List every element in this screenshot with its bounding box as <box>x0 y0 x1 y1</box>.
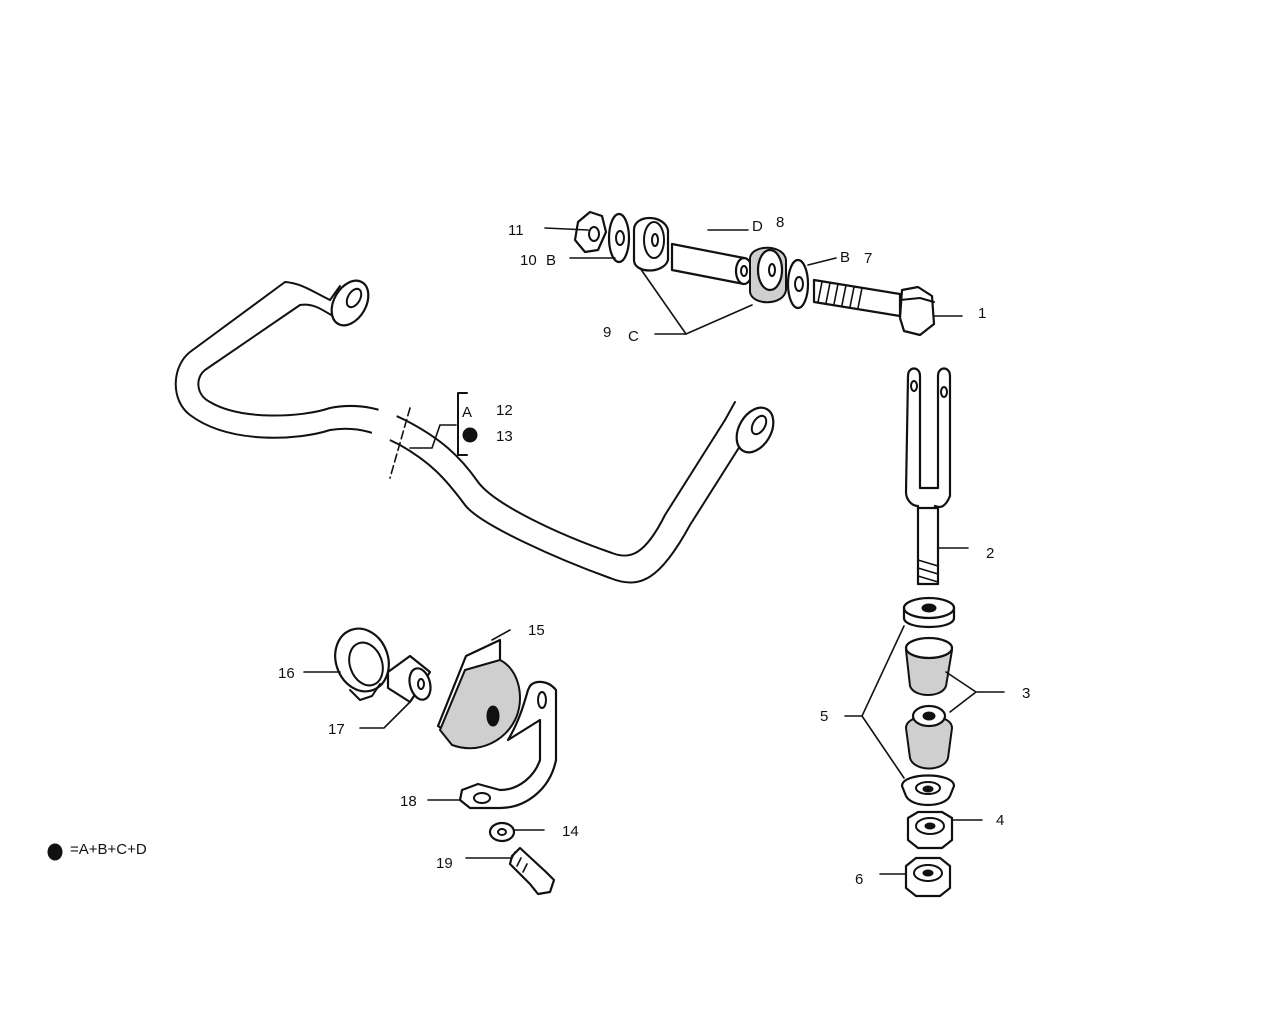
bracket-a-12-13: A 12 13 <box>457 392 513 456</box>
callout-4: 4 <box>996 812 1004 829</box>
callout-9: 9 <box>603 324 611 341</box>
letter-b-7: B <box>840 249 850 266</box>
callout-18: 18 <box>400 793 417 810</box>
callout-7: 7 <box>864 250 872 267</box>
letter-d: D <box>752 218 763 235</box>
callout-2: 2 <box>986 545 994 562</box>
legend-formula: =A+B+C+D <box>70 841 147 858</box>
link-assembly: 2 3 5 4 6 <box>820 367 1030 898</box>
stabilizer-bar <box>174 279 775 584</box>
callout-13: 13 <box>496 428 513 445</box>
top-bolt-assembly: 11 10 B D 8 9 C B 7 <box>508 210 986 345</box>
kit-dot-icon <box>462 427 478 443</box>
callout-1: 1 <box>978 305 986 322</box>
letter-c: C <box>628 328 639 345</box>
letter-a: A <box>462 404 472 421</box>
callout-19: 19 <box>436 855 453 872</box>
callout-15: 15 <box>528 622 545 639</box>
callout-17: 17 <box>328 721 345 738</box>
letter-b-10: B <box>546 252 556 269</box>
clamp-assembly: 16 17 15 18 14 19 <box>278 622 579 896</box>
callout-6: 6 <box>855 871 863 888</box>
callout-14: 14 <box>562 823 579 840</box>
legend: =A+B+C+D <box>47 841 147 861</box>
callout-11: 11 <box>508 222 524 239</box>
callout-16: 16 <box>278 665 295 682</box>
callout-3: 3 <box>1022 685 1030 702</box>
callout-12: 12 <box>496 402 513 419</box>
callout-10: 10 <box>520 252 537 269</box>
callout-5: 5 <box>820 708 828 725</box>
kit-dot-icon <box>47 843 63 861</box>
callout-8: 8 <box>776 214 784 231</box>
